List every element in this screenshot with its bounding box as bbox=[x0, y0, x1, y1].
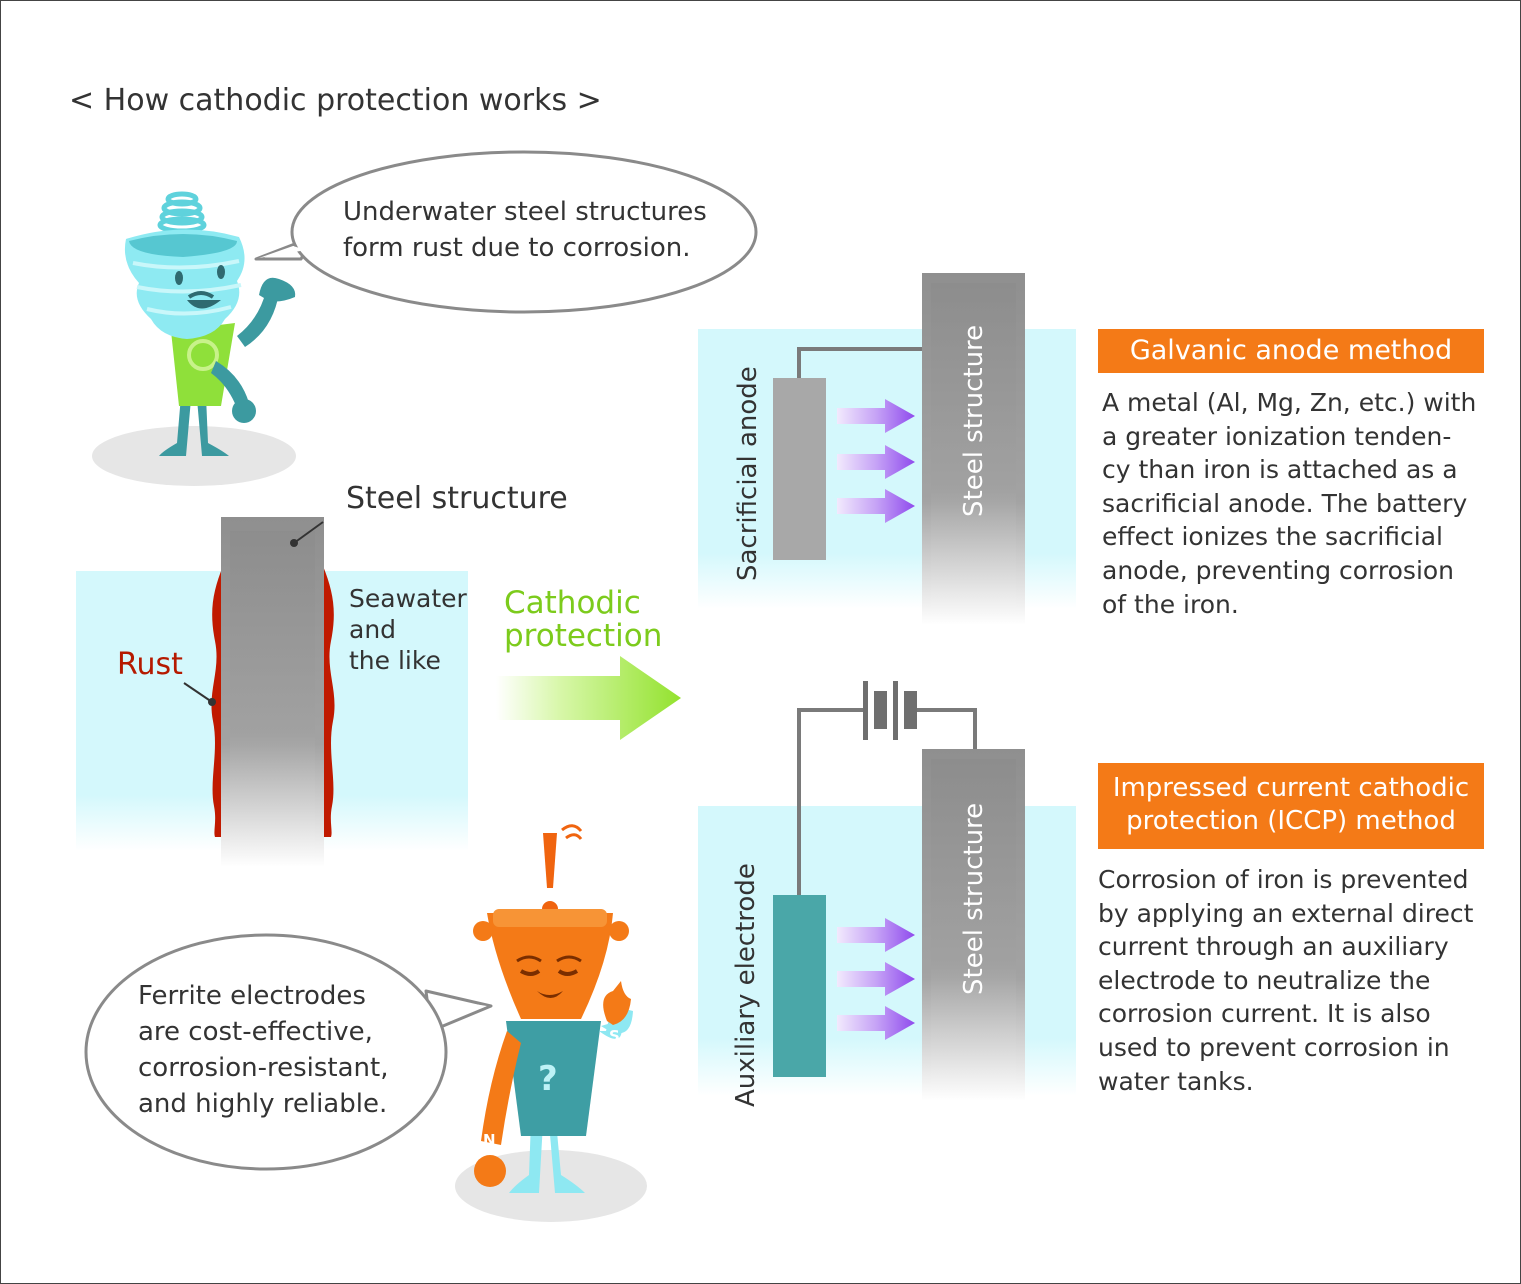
sacrificial-anode-label: Sacrificial anode bbox=[733, 366, 763, 581]
speech-bubble-top bbox=[254, 150, 758, 314]
north-pole-label: N bbox=[483, 1131, 496, 1149]
left-steel-label: Steel structure bbox=[346, 481, 568, 516]
galvanic-desc-line: A metal (Al, Mg, Zn, etc.) with bbox=[1102, 388, 1477, 417]
bubble-bottom-line: Ferrite electrodes bbox=[138, 981, 366, 1011]
galvanic-steel-label: Steel structure bbox=[959, 324, 989, 517]
galvanic-heading: Galvanic anode method bbox=[1098, 329, 1484, 373]
bubble-bottom-line: and highly reliable. bbox=[138, 1089, 388, 1119]
south-pole-label: S bbox=[609, 1027, 620, 1045]
bubble-top-line: form rust due to corrosion. bbox=[343, 233, 691, 263]
iccp-heading: Impressed current cathodic protection (I… bbox=[1098, 763, 1484, 849]
galvanic-desc-line: sacrificial anode. The battery bbox=[1102, 488, 1468, 518]
seawater-line: Seawater bbox=[349, 584, 467, 613]
iccp-heading-line: Impressed current cathodic bbox=[1112, 773, 1470, 803]
battery-icon bbox=[863, 681, 917, 740]
rust-label: Rust bbox=[117, 647, 183, 682]
galvanic-description: A metal (Al, Mg, Zn, etc.) with a greate… bbox=[1102, 386, 1492, 621]
spring-character bbox=[92, 191, 296, 486]
bubble-bottom-line: are cost-effective, bbox=[138, 1017, 373, 1047]
page-title: < How cathodic protection works > bbox=[69, 83, 602, 118]
iccp-description: Corrosion of iron is prevented by applyi… bbox=[1098, 863, 1498, 1098]
iccp-desc-line: water tanks. bbox=[1098, 1066, 1254, 1096]
bubble-top-text: Underwater steel structures form rust du… bbox=[343, 194, 707, 266]
iccp-heading-line: protection (ICCP) method bbox=[1126, 806, 1456, 836]
bubble-bottom-text: Ferrite electrodes are cost-effective, c… bbox=[138, 978, 389, 1122]
iccp-desc-line: corrosion current. It is also bbox=[1098, 999, 1431, 1029]
rust-right bbox=[323, 566, 335, 837]
magnet-character bbox=[455, 824, 647, 1222]
galvanic-desc-line: cy than iron is attached as a bbox=[1102, 455, 1458, 485]
rust-left bbox=[211, 566, 223, 837]
seawater-line: the like bbox=[349, 646, 441, 675]
shirt-question-mark: ? bbox=[538, 1059, 558, 1099]
iccp-desc-line: by applying an external direct bbox=[1098, 898, 1474, 928]
sacrificial-anode-block bbox=[773, 378, 826, 560]
cp-line: protection bbox=[504, 618, 663, 654]
iccp-desc-line: electrode to neutralize the bbox=[1098, 965, 1431, 995]
galvanic-desc-line: effect ionizes the sacrificial bbox=[1102, 522, 1443, 552]
iccp-steel-label: Steel structure bbox=[959, 802, 989, 995]
speech-bubble-bottom bbox=[84, 933, 493, 1171]
bubble-bottom-line: corrosion-resistant, bbox=[138, 1053, 389, 1083]
bubble-top-line: Underwater steel structures bbox=[343, 197, 707, 227]
auxiliary-electrode-label: Auxiliary electrode bbox=[731, 863, 761, 1107]
cp-line: Cathodic bbox=[504, 585, 641, 621]
cathodic-protection-label: Cathodic protection bbox=[504, 587, 662, 653]
seawater-label: Seawater and the like bbox=[349, 583, 467, 676]
iccp-desc-line: current through an auxiliary bbox=[1098, 932, 1449, 962]
cathodic-protection-arrow bbox=[496, 656, 681, 740]
galvanic-desc-line: a greater ionization tenden- bbox=[1102, 421, 1452, 451]
iccp-desc-line: used to prevent corrosion in bbox=[1098, 1032, 1450, 1062]
auxiliary-electrode-block bbox=[773, 895, 826, 1077]
galvanic-desc-line: anode, preventing corrosion bbox=[1102, 555, 1455, 585]
top-character-shadow bbox=[92, 426, 296, 486]
galvanic-desc-line: of the iron. bbox=[1102, 589, 1239, 619]
seawater-line: and bbox=[349, 615, 397, 644]
iccp-desc-line: Corrosion of iron is prevented bbox=[1098, 865, 1469, 894]
